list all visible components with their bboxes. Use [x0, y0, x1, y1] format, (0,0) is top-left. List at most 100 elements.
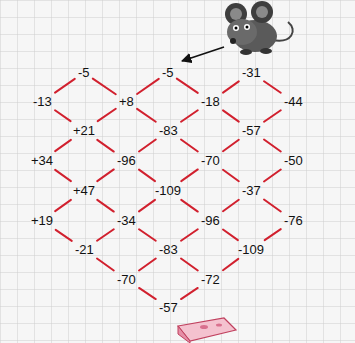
lattice-line: [139, 259, 156, 271]
lattice-line: [181, 229, 198, 241]
number-label: -5: [78, 65, 90, 80]
number-label: -13: [33, 94, 52, 109]
number-node: -76: [282, 212, 305, 229]
lattice-line: [93, 79, 116, 95]
number-node: -18: [199, 93, 222, 110]
number-node: +34: [29, 152, 55, 169]
lattice-line: [139, 140, 156, 152]
lattice-line: [139, 200, 155, 212]
lattice-line: [137, 79, 159, 94]
number-node: -21: [73, 241, 96, 258]
number-node: -109: [153, 182, 183, 199]
number-label: +8: [119, 94, 134, 109]
number-node: -70: [115, 271, 138, 288]
number-node: -70: [199, 152, 222, 169]
lattice-line: [97, 259, 114, 271]
number-label: +47: [73, 183, 95, 198]
lattice-line: [55, 200, 71, 211]
lattice-line: [223, 140, 239, 152]
number-node: -37: [240, 182, 263, 199]
number-node: -5: [160, 64, 176, 81]
number-label: -109: [155, 183, 181, 198]
number-node: -44: [282, 93, 305, 110]
number-node: -96: [199, 212, 222, 229]
lattice-line: [97, 200, 114, 212]
number-node: -72: [199, 271, 222, 288]
number-node: -57: [240, 122, 263, 139]
number-node: -96: [115, 152, 138, 169]
number-label: -57: [159, 300, 178, 315]
lattice-line: [264, 200, 281, 212]
lattice-line: [223, 110, 239, 121]
number-label: +19: [31, 213, 53, 228]
number-node: -109: [236, 241, 266, 258]
lattice-line: [55, 110, 71, 121]
number-node: -13: [31, 93, 54, 110]
lattice-line: [55, 140, 71, 151]
lattice-line: [55, 79, 75, 93]
lattice-line: [139, 229, 156, 241]
number-node: -50: [282, 152, 305, 169]
number-node: +8: [117, 93, 136, 110]
lattice-line: [97, 140, 114, 152]
number-node: -5: [76, 64, 92, 81]
lattice-line: [139, 170, 155, 182]
lattice-line: [223, 170, 239, 182]
lattice-line: [223, 200, 239, 212]
number-label: -96: [117, 153, 136, 168]
lattice-line: [264, 140, 281, 152]
number-label: -34: [117, 213, 136, 228]
lattice-line: [264, 110, 281, 122]
number-node: +21: [71, 122, 97, 139]
lattice-line: [181, 200, 198, 212]
lattice-line: [181, 140, 198, 152]
number-node: -34: [115, 212, 138, 229]
number-label: +21: [73, 123, 95, 138]
lattice-line: [137, 109, 156, 122]
number-label: +34: [31, 153, 53, 168]
lattice-line: [97, 229, 114, 241]
number-node: -83: [157, 122, 180, 139]
number-label: -5: [162, 65, 174, 80]
lattice-line: [264, 81, 281, 93]
number-label: -37: [242, 183, 261, 198]
number-label: -18: [201, 94, 220, 109]
number-label: -83: [159, 242, 178, 257]
lattice-line: [56, 230, 72, 241]
number-label: -109: [238, 242, 264, 257]
number-label: -72: [201, 272, 220, 287]
lattice-line: [223, 259, 238, 270]
number-label: -44: [284, 94, 303, 109]
lattice-line: [223, 230, 238, 241]
number-node: -31: [240, 64, 263, 81]
lattice-line: [264, 170, 281, 182]
number-node: +47: [71, 182, 97, 199]
number-label: -21: [75, 242, 94, 257]
lattice-line: [181, 169, 198, 181]
pointer-arrow: [182, 47, 224, 61]
lattice-line: [97, 169, 114, 181]
number-label: -70: [117, 272, 136, 287]
lattice-line: [55, 170, 71, 181]
number-label: -83: [159, 123, 178, 138]
lattice-line: [139, 288, 156, 299]
lattice-line: [223, 81, 239, 92]
cheese-illustration: [178, 318, 236, 343]
number-label: -57: [242, 123, 261, 138]
lattice-line: [181, 288, 198, 299]
lattice-line: [265, 229, 281, 240]
number-label: -50: [284, 153, 303, 168]
number-label: -96: [201, 213, 220, 228]
lattice-line: [98, 109, 116, 121]
number-node: -83: [157, 241, 180, 258]
lattice-line: [181, 259, 198, 271]
mouse-illustration: [225, 1, 293, 55]
lattice-line: [177, 79, 198, 93]
number-label: -31: [242, 65, 261, 80]
number-node: -57: [157, 299, 180, 316]
lattice-line: [181, 110, 198, 122]
